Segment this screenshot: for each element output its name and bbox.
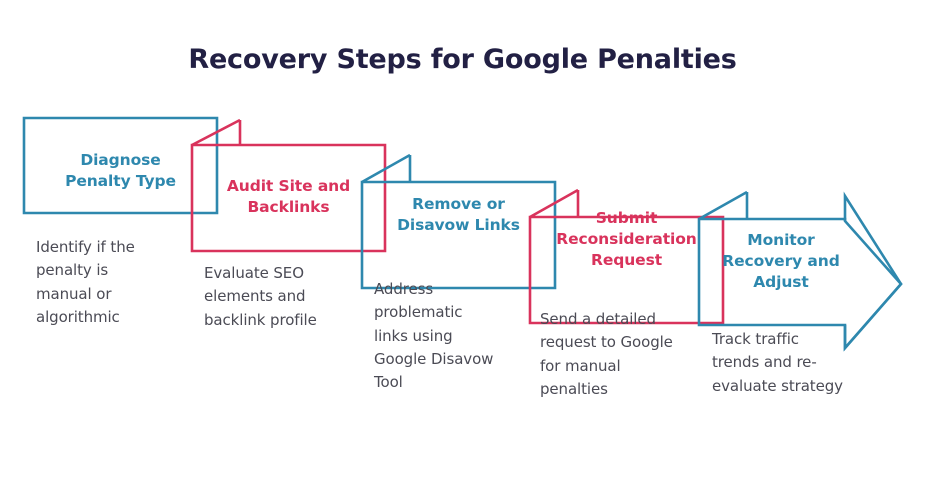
step-5-label: Monitor Recovery and Adjust — [701, 230, 861, 292]
step-5-label-line1: Monitor — [747, 231, 815, 249]
page-title: Recovery Steps for Google Penalties — [188, 44, 737, 75]
step-5-description: Track traffic trends and re-evaluate str… — [712, 330, 843, 395]
step-3-label-line2: Disavow Links — [397, 215, 520, 234]
step-1-label: Diagnose Penalty Type — [26, 150, 215, 192]
step-2-description: Evaluate SEO elements and backlink profi… — [204, 264, 317, 329]
step-1-description: Identify if the penalty is manual or alg… — [36, 238, 135, 326]
step-1-label-line1: Diagnose — [80, 151, 161, 169]
step-4-label-line2: Reconsideration — [556, 229, 697, 248]
step-3-label-line1: Remove or — [412, 195, 505, 213]
step-1-label-line2: Penalty Type — [65, 171, 176, 190]
step-2-label: Audit Site and Backlinks — [194, 176, 383, 218]
step-2-label-line1: Audit Site and — [226, 177, 351, 195]
step-3-description: Address problematic links using Google D… — [374, 280, 494, 391]
step-4-label-line1: Submit — [595, 209, 658, 227]
step-4-description: Send a detailed request to Google for ma… — [540, 310, 673, 398]
step-5-label-line2: Recovery and — [722, 251, 840, 270]
step-4-label-line3: Request — [590, 250, 663, 269]
step-5-label-line3: Adjust — [753, 272, 809, 291]
step-3-label: Remove or Disavow Links — [364, 194, 553, 236]
step-2-label-line2: Backlinks — [247, 197, 330, 216]
step-4-label: Submit Reconsideration Request — [532, 208, 721, 270]
